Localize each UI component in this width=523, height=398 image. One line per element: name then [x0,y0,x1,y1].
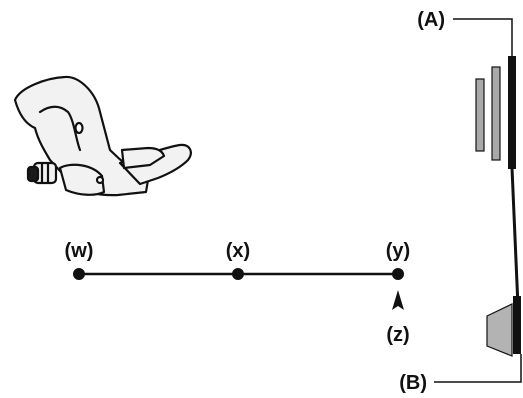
label-a: (A) [417,9,445,31]
arrow-up-icon [392,290,404,310]
cone-shape [486,303,513,357]
leader-line-b [434,354,522,383]
barrel-adjuster-cap [26,165,40,183]
guide-bar [508,56,516,169]
shifter-lever-inner [120,146,166,170]
plate-right [491,66,501,161]
label-x: (x) [226,240,250,262]
point-y [392,268,404,280]
point-x [232,268,244,280]
label-b: (B) [399,372,427,394]
shifter-lever [118,143,192,186]
shifter-screw [74,121,84,135]
shifter-paddle-edge [38,105,82,152]
point-w [73,268,85,280]
label-z: (z) [386,324,409,346]
clamp-bolt [95,175,105,185]
plate-left [475,78,485,152]
shifter-illustration [13,75,192,197]
shifter-clamp [58,163,106,196]
leader-line-a [453,18,513,56]
derailleur-schematic: (A) (B) [399,9,522,394]
label-y: (y) [386,240,410,262]
label-w: (w) [65,240,94,262]
cone-bar [513,296,521,354]
shift-position-scale: (w) (x) (y) (z) [65,240,411,346]
